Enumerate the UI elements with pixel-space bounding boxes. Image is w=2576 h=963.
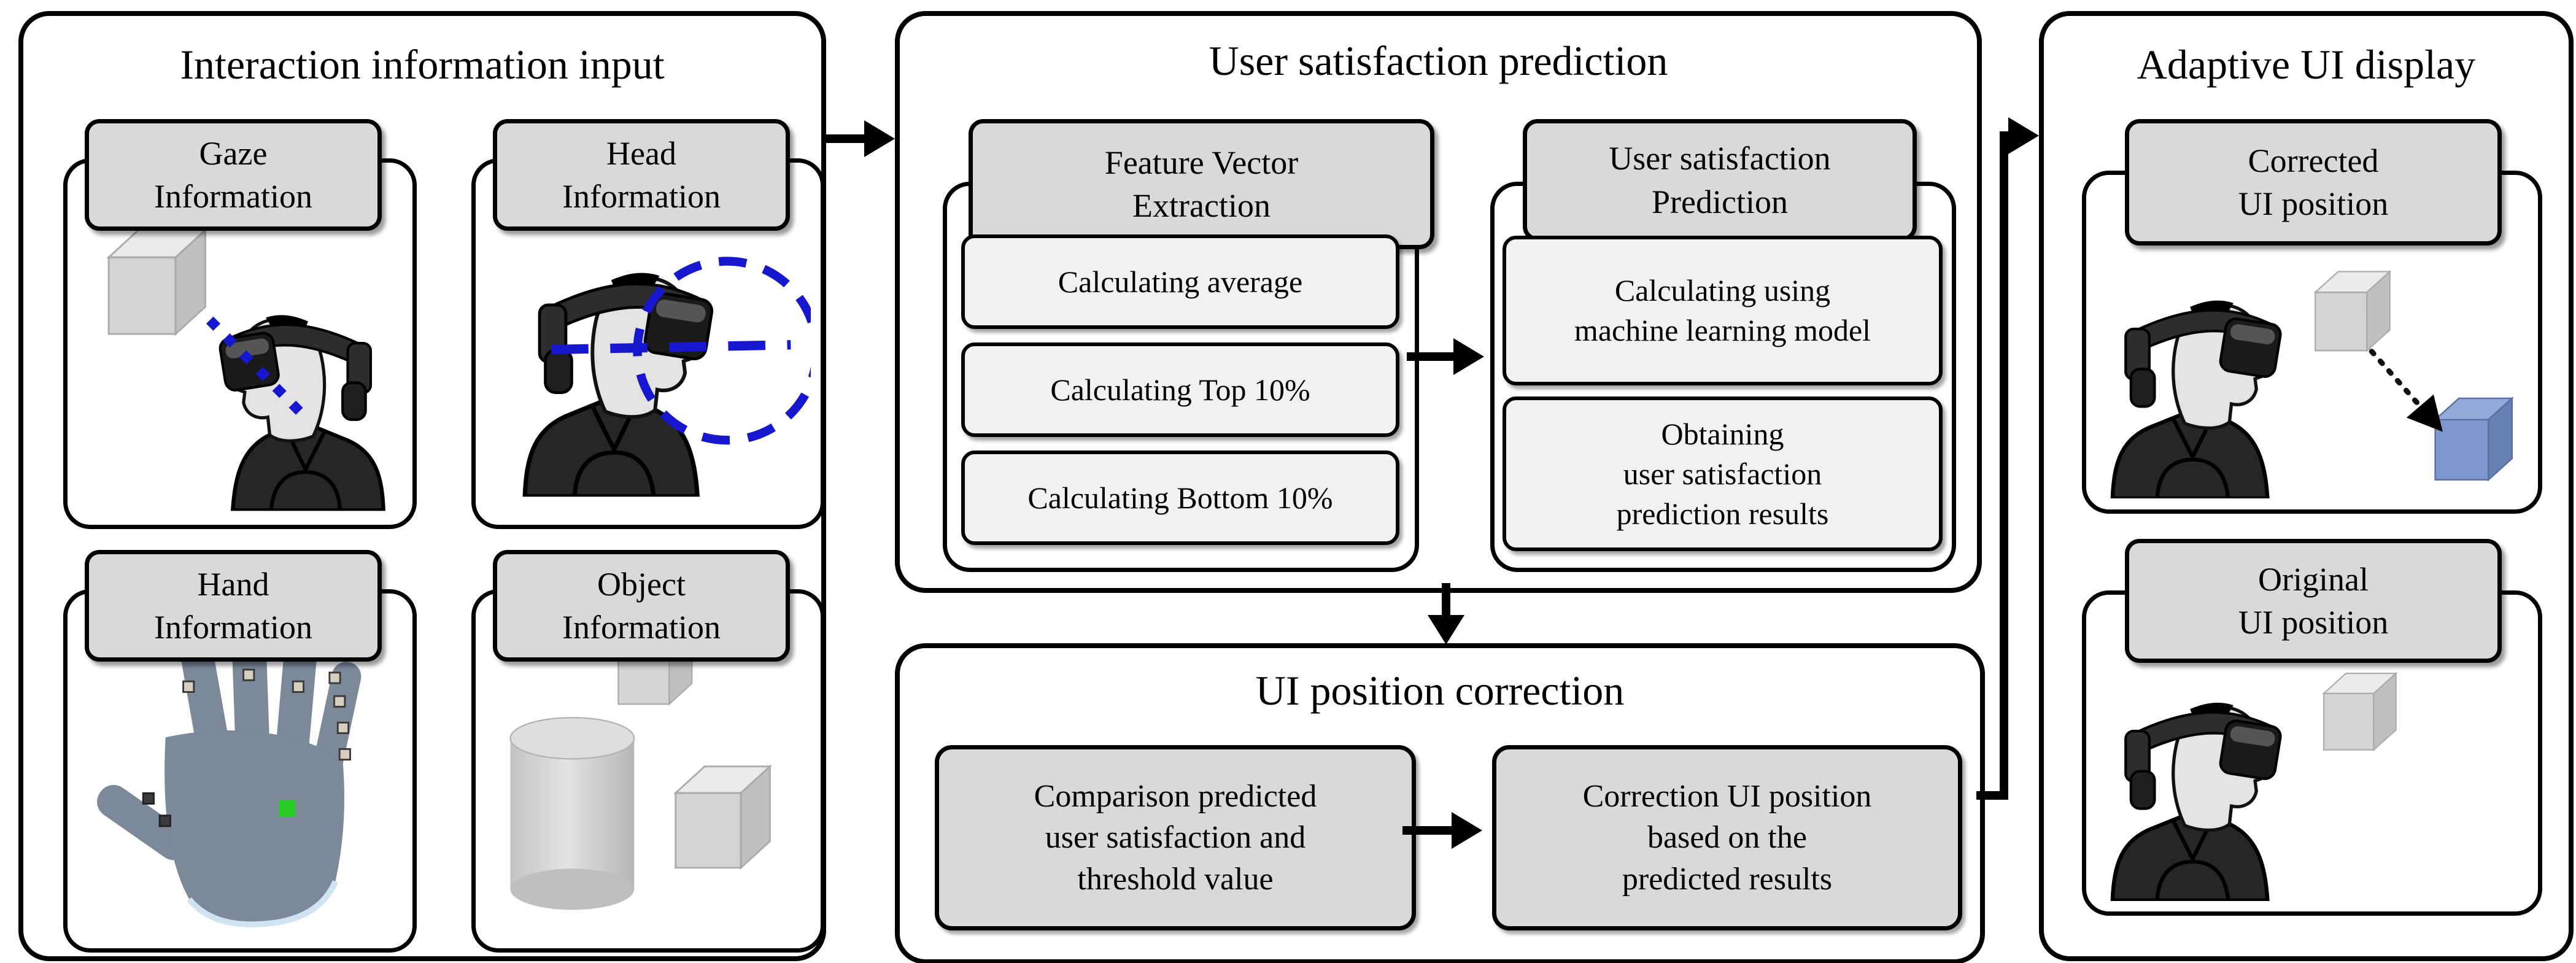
cube-icon: [2323, 672, 2397, 751]
step-correct-position: Correction UI position based on the pred…: [1492, 745, 1962, 930]
head-illustration: [479, 257, 811, 516]
step-calc-top10: Calculating Top 10%: [961, 342, 1399, 437]
correction-arrowhead: [2406, 394, 2443, 432]
panel-interaction-input: Interaction information input Gaze Infor…: [18, 11, 826, 961]
panel-adaptive-ui-display: Adaptive UI display Corrected UI positio…: [2039, 11, 2574, 961]
arrow-prediction-to-correction-line: [1442, 583, 1450, 617]
step-calc-average: Calculating average: [961, 234, 1399, 329]
head-rotation-dashed-line: [551, 340, 791, 355]
panel-title-input: Interaction information input: [180, 41, 665, 88]
head-header: Head Information: [493, 119, 790, 231]
vr-person-icon: [219, 315, 383, 510]
gaze-header: Gaze Information: [85, 119, 382, 231]
step-calc-bottom10: Calculating Bottom 10%: [961, 451, 1399, 545]
step-obtain-results: Obtaining user satisfaction prediction r…: [1503, 396, 1943, 551]
arrow-prediction-to-correction-head: [1428, 615, 1464, 644]
arrow-feature-to-model-line: [1407, 352, 1455, 361]
step-compare-threshold: Comparison predicted user satisfaction a…: [935, 745, 1416, 930]
satisfaction-prediction-header: User satisfaction Prediction: [1523, 119, 1917, 241]
cube-icon: [2315, 271, 2391, 352]
object-header: Object Information: [493, 550, 790, 662]
blue-cube-icon: [2434, 397, 2513, 481]
panel-ui-position-correction: UI position correction Comparison predic…: [895, 643, 1985, 963]
step-ml-model: Calculating using machine learning model: [1503, 236, 1943, 385]
corrected-position-illustration: [2088, 271, 2513, 498]
vr-person-icon: [2113, 703, 2282, 900]
original-position-header: Original UI position: [2125, 539, 2502, 663]
vr-person-icon: [2113, 301, 2282, 498]
cube-icon: [675, 765, 771, 869]
connector-correction-to-display-v: [2000, 131, 2008, 800]
hand-header: Hand Information: [85, 550, 382, 662]
vr-person-icon: [525, 273, 713, 497]
arrow-compare-to-correct-line: [1402, 826, 1453, 835]
palm-marker-green: [279, 800, 296, 817]
panel-satisfaction-prediction: User satisfaction prediction Feature Vec…: [895, 11, 1982, 593]
panel-title-display: Adaptive UI display: [2137, 41, 2476, 88]
correction-dotted-arrow-line: [2369, 349, 2423, 409]
cube-icon: [107, 229, 207, 335]
corrected-position-header: Corrected UI position: [2125, 119, 2502, 246]
arrow-correction-to-display-head: [2008, 117, 2039, 154]
arrow-input-to-prediction-head: [864, 120, 895, 157]
feature-extraction-header: Feature Vector Extraction: [969, 119, 1434, 249]
cylinder-icon: [509, 717, 635, 911]
arrow-input-to-prediction-line: [821, 134, 867, 143]
arrow-feature-to-model-head: [1453, 338, 1484, 375]
panel-title-correction: UI position correction: [1255, 667, 1625, 714]
panel-title-prediction: User satisfaction prediction: [1209, 37, 1668, 84]
arrow-compare-to-correct-head: [1452, 812, 1482, 849]
